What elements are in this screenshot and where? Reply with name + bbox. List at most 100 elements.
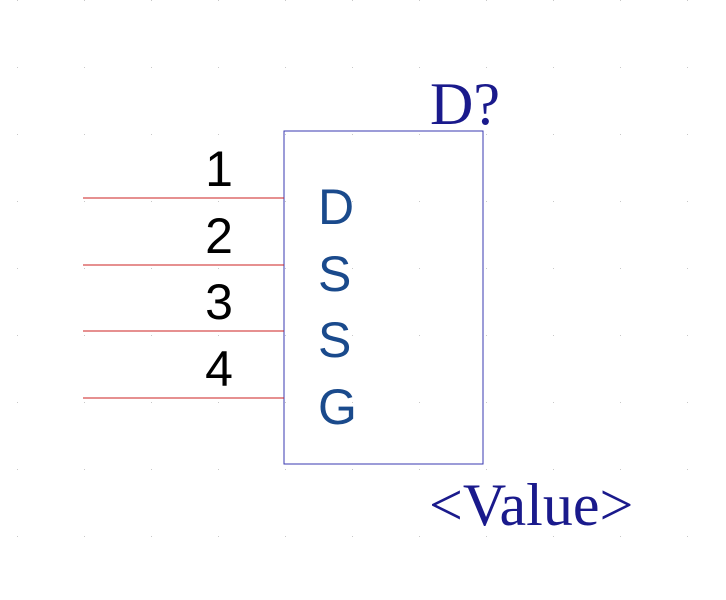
grid-dot bbox=[218, 335, 219, 336]
grid-dot bbox=[620, 402, 621, 403]
grid-dot bbox=[84, 268, 85, 269]
grid-dot bbox=[687, 335, 688, 336]
grid-dot bbox=[486, 402, 487, 403]
grid-dot bbox=[486, 469, 487, 470]
grid-dot bbox=[285, 134, 286, 135]
grid-dot bbox=[151, 402, 152, 403]
grid-dot bbox=[285, 469, 286, 470]
grid-dot bbox=[553, 402, 554, 403]
grid-dot bbox=[553, 0, 554, 1]
grid-dot bbox=[17, 268, 18, 269]
grid-dot bbox=[352, 335, 353, 336]
grid-dot bbox=[17, 536, 18, 537]
grid-dot bbox=[486, 268, 487, 269]
grid-dot bbox=[285, 402, 286, 403]
grid-dot bbox=[352, 134, 353, 135]
grid-dot bbox=[419, 335, 420, 336]
grid-dot bbox=[352, 469, 353, 470]
grid-dot bbox=[218, 67, 219, 68]
component-designator[interactable]: D? bbox=[430, 71, 500, 137]
grid-dot bbox=[84, 469, 85, 470]
pin-name-1: D bbox=[318, 179, 354, 235]
grid-dot bbox=[419, 402, 420, 403]
grid-dot bbox=[419, 67, 420, 68]
grid-dot bbox=[17, 0, 18, 1]
grid-dot bbox=[218, 201, 219, 202]
pin-number-1: 1 bbox=[205, 141, 233, 197]
grid-dot bbox=[218, 469, 219, 470]
grid-dot bbox=[151, 335, 152, 336]
grid-dot bbox=[687, 536, 688, 537]
grid-dot bbox=[687, 67, 688, 68]
grid-dot bbox=[84, 67, 85, 68]
grid-dot bbox=[218, 134, 219, 135]
grid-dot bbox=[620, 201, 621, 202]
grid-dot bbox=[553, 201, 554, 202]
grid-dot bbox=[151, 536, 152, 537]
grid-dot bbox=[17, 402, 18, 403]
grid-dot bbox=[84, 536, 85, 537]
grid-dot bbox=[352, 536, 353, 537]
grid-dot bbox=[687, 134, 688, 135]
grid-dot bbox=[151, 469, 152, 470]
grid-dot bbox=[17, 67, 18, 68]
grid-dot bbox=[151, 67, 152, 68]
grid-dot bbox=[486, 536, 487, 537]
grid-dot bbox=[218, 268, 219, 269]
pin-name-3: S bbox=[318, 312, 351, 368]
grid-dot bbox=[285, 0, 286, 1]
grid-dot bbox=[84, 0, 85, 1]
component-body[interactable] bbox=[283, 130, 484, 465]
grid-dot bbox=[151, 134, 152, 135]
grid-dot bbox=[687, 0, 688, 1]
grid-dot bbox=[419, 268, 420, 269]
grid-dot bbox=[352, 67, 353, 68]
grid-dot bbox=[553, 134, 554, 135]
grid-dots bbox=[17, 0, 688, 537]
grid-dot bbox=[620, 536, 621, 537]
grid-dot bbox=[17, 469, 18, 470]
grid-dot bbox=[285, 201, 286, 202]
grid-dot bbox=[486, 201, 487, 202]
grid-dot bbox=[17, 335, 18, 336]
pin-number-2: 2 bbox=[205, 208, 233, 264]
grid-dot bbox=[419, 134, 420, 135]
grid-dot bbox=[285, 67, 286, 68]
grid-dot bbox=[151, 201, 152, 202]
grid-dot bbox=[419, 0, 420, 1]
grid-dot bbox=[218, 536, 219, 537]
grid-dot bbox=[553, 536, 554, 537]
grid-dot bbox=[620, 335, 621, 336]
grid-dot bbox=[687, 402, 688, 403]
grid-dot bbox=[486, 67, 487, 68]
grid-dot bbox=[151, 268, 152, 269]
grid-dot bbox=[486, 335, 487, 336]
grid-dot bbox=[151, 0, 152, 1]
pin-name-2: S bbox=[318, 246, 351, 302]
grid-dot bbox=[84, 402, 85, 403]
grid-dot bbox=[486, 0, 487, 1]
grid-dot bbox=[17, 201, 18, 202]
grid-dot bbox=[218, 0, 219, 1]
grid-dot bbox=[687, 469, 688, 470]
grid-dot bbox=[84, 201, 85, 202]
grid-dot bbox=[419, 536, 420, 537]
grid-dot bbox=[620, 469, 621, 470]
grid-dot bbox=[553, 335, 554, 336]
grid-dot bbox=[84, 134, 85, 135]
grid-dot bbox=[84, 335, 85, 336]
grid-dot bbox=[486, 134, 487, 135]
grid-dot bbox=[687, 201, 688, 202]
grid-dot bbox=[553, 469, 554, 470]
grid-dot bbox=[285, 268, 286, 269]
component-value[interactable]: <Value> bbox=[429, 472, 633, 538]
pin-name-4: G bbox=[318, 379, 357, 435]
grid-dot bbox=[419, 201, 420, 202]
grid-dot bbox=[17, 134, 18, 135]
pin-number-4: 4 bbox=[205, 341, 233, 397]
grid-dot bbox=[285, 536, 286, 537]
grid-dot bbox=[553, 67, 554, 68]
grid-dot bbox=[620, 67, 621, 68]
